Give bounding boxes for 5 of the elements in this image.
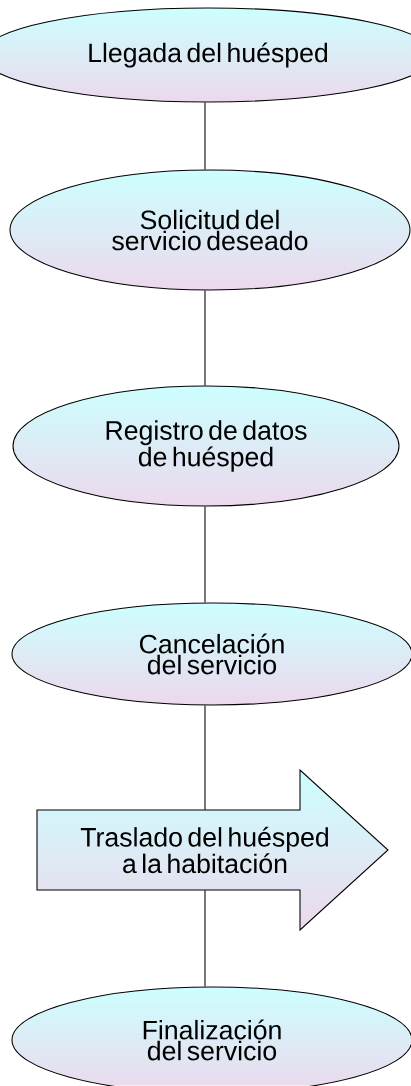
connector-line: [204, 290, 206, 386]
connector-line: [204, 102, 206, 170]
connector-line: [204, 506, 206, 603]
connector-line: [204, 889, 206, 987]
connector-line: [204, 705, 206, 811]
